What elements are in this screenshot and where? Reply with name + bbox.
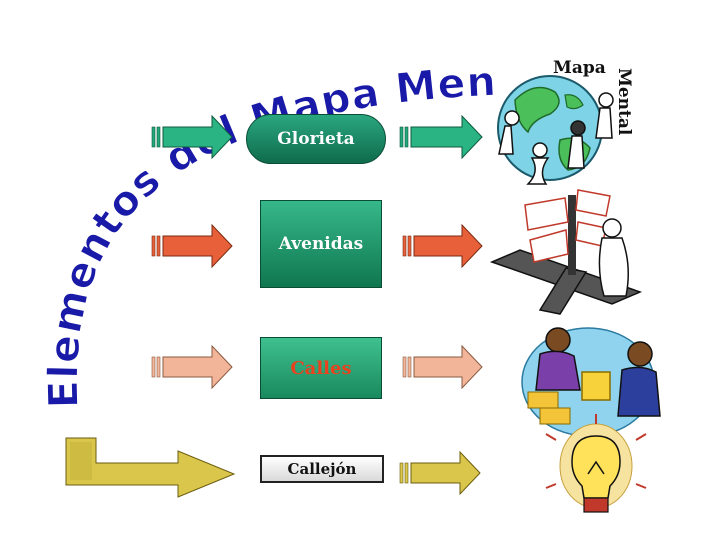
mapa-label: Mapa xyxy=(553,58,606,78)
signpost-person-icon xyxy=(489,189,643,315)
globe-people-icon xyxy=(497,75,614,185)
mental-label: Mental xyxy=(614,68,634,136)
lightbulb-icon xyxy=(545,414,647,513)
arrow-right-callejon xyxy=(399,450,481,496)
node-avenidas: Avenidas xyxy=(260,200,382,288)
node-glorieta: Glorieta xyxy=(246,114,386,164)
node-calles: Calles xyxy=(260,337,382,399)
arrow-right-calles xyxy=(402,344,483,390)
arrow-left-avenidas xyxy=(151,223,233,269)
business-meeting-icon xyxy=(521,327,661,437)
node-callejon: Callejón xyxy=(260,455,384,483)
arrow-left-calles xyxy=(151,344,233,390)
arrow-right-avenidas xyxy=(402,223,483,269)
node-callejon-label: Callejón xyxy=(287,460,357,478)
node-avenidas-label: Avenidas xyxy=(278,234,364,254)
node-glorieta-label: Glorieta xyxy=(277,129,355,149)
arrow-bent-callejon xyxy=(65,437,236,498)
arrow-right-glorieta xyxy=(399,114,483,160)
arrow-left-glorieta xyxy=(151,114,233,160)
diagram-title: Elementos del Mapa Mental xyxy=(0,0,497,409)
node-calles-label: Calles xyxy=(290,357,352,379)
